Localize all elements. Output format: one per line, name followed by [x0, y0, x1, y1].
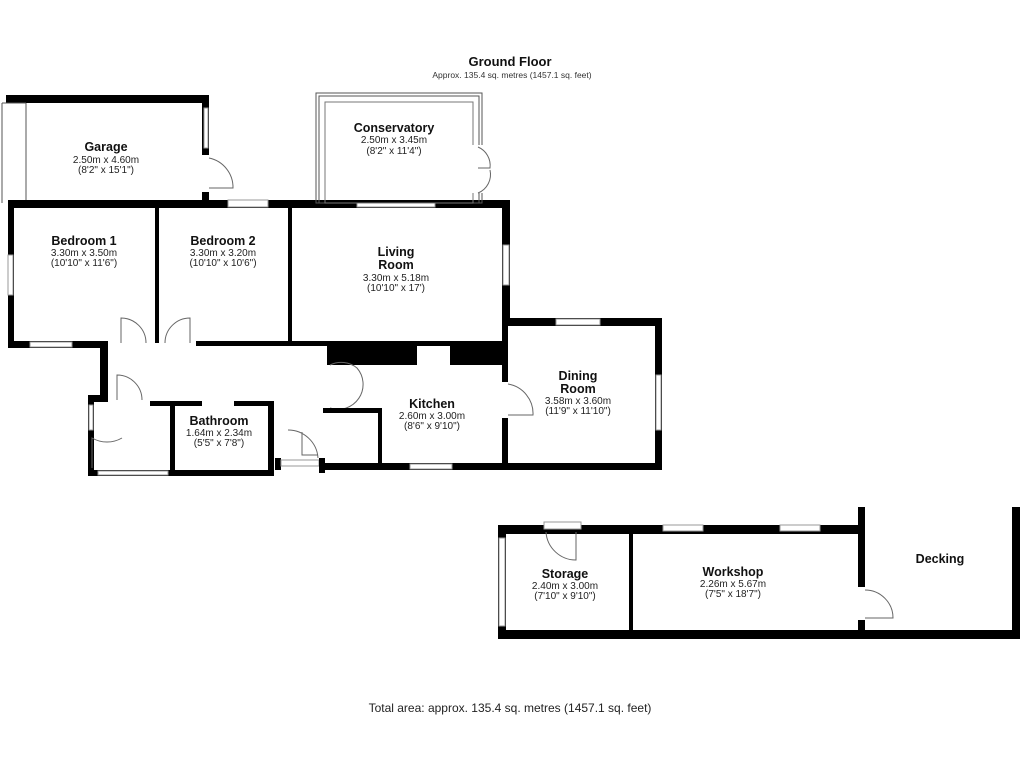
bathroom-imperial: (5'5" x 7'8"): [194, 438, 244, 449]
total-area: Total area: approx. 135.4 sq. metres (14…: [369, 701, 652, 715]
decking-name: Decking: [916, 552, 965, 566]
bedroom1-metric: 3.30m x 3.50m: [51, 248, 117, 259]
storage-imperial: (7'10" x 9'10"): [534, 591, 596, 602]
room-labels: Garage 2.50m x 4.60m (8'2" x 15'1") Cons…: [51, 121, 964, 602]
walls: [1, 92, 1020, 639]
living-name-1: Living: [378, 245, 415, 259]
workshop-metric: 2.26m x 5.67m: [700, 579, 766, 590]
dining-name-2: Room: [560, 382, 595, 396]
bedroom1-name: Bedroom 1: [51, 234, 116, 248]
bathroom-name: Bathroom: [189, 414, 248, 428]
bedroom2-imperial: (10'10" x 10'6"): [189, 258, 256, 269]
kitchen-metric: 2.60m x 3.00m: [399, 411, 465, 422]
conservatory-imperial: (8'2" x 11'4"): [366, 146, 421, 157]
kitchen-name: Kitchen: [409, 397, 455, 411]
garage-metric: 2.50m x 4.60m: [73, 155, 139, 166]
living-name-2: Room: [378, 258, 413, 272]
workshop-imperial: (7'5" x 18'7"): [705, 589, 761, 600]
bathroom-metric: 1.64m x 2.34m: [186, 428, 252, 439]
garage-name: Garage: [84, 140, 127, 154]
floor-title: Ground Floor: [468, 54, 551, 69]
floor-subtitle: Approx. 135.4 sq. metres (1457.1 sq. fee…: [432, 70, 591, 80]
storage-name: Storage: [542, 567, 589, 581]
conservatory-name: Conservatory: [354, 121, 435, 135]
bedroom2-name: Bedroom 2: [190, 234, 255, 248]
dining-name-1: Dining: [559, 369, 598, 383]
dining-imperial: (11'9" x 11'10"): [545, 406, 611, 417]
garage-imperial: (8'2" x 15'1"): [78, 165, 134, 176]
bedroom2-metric: 3.30m x 3.20m: [190, 248, 256, 259]
workshop-name: Workshop: [703, 565, 764, 579]
conservatory-metric: 2.50m x 3.45m: [361, 135, 427, 146]
kitchen-imperial: (8'6" x 9'10"): [404, 421, 460, 432]
storage-metric: 2.40m x 3.00m: [532, 581, 598, 592]
dining-metric: 3.58m x 3.60m: [545, 396, 611, 407]
bedroom1-imperial: (10'10" x 11'6"): [51, 258, 117, 269]
living-metric: 3.30m x 5.18m: [363, 273, 429, 284]
living-imperial: (10'10" x 17'): [367, 283, 425, 294]
